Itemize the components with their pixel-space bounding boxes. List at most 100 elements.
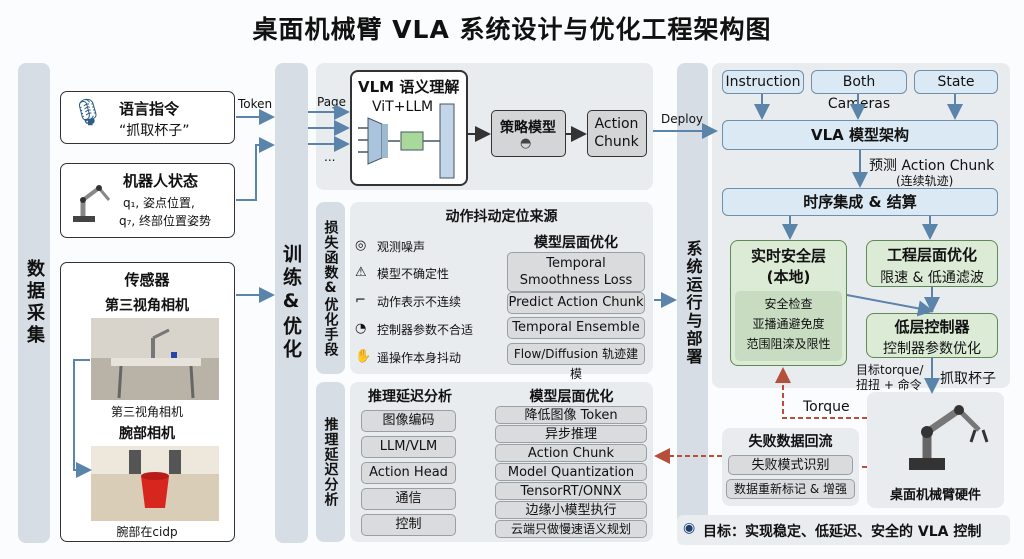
input-state: State xyxy=(914,70,998,94)
jitter-item-0: 观测噪声 xyxy=(377,240,426,254)
low-controller-text: 控制器参数优化 xyxy=(883,341,981,357)
safety-box: 实时安全层 (本地) 安全检查 亚播通避免度 范围阻滦及限性 xyxy=(730,240,847,366)
latency-item-4: 控制 xyxy=(361,514,456,536)
policy-title: 策略模型 xyxy=(500,120,556,136)
robot-state-title: 机器人状态 xyxy=(123,172,199,190)
latency-title: 推理延迟分析 xyxy=(368,389,452,405)
jitter-item-2: 动作表示不连续 xyxy=(377,295,462,309)
latency-model-item-2: Action Chunk xyxy=(495,444,647,462)
action-chunk-line1: Action xyxy=(594,116,639,132)
vlm-title: VLM 语义理解 xyxy=(358,78,460,96)
hardware-label: 桌面机械臂硬件 xyxy=(889,488,981,503)
wrist-camera-image xyxy=(91,446,219,521)
deploy-label: 系统运行与部署 xyxy=(683,240,703,366)
goal-bar: ◉ 目标：实现稳定、低延迟、安全的 VLA 控制 xyxy=(677,515,1010,545)
collect-label: 数据采集 xyxy=(24,259,45,347)
latency-model-item-3: Model Quantization xyxy=(495,463,647,481)
warning-icon: ⚠ xyxy=(355,265,367,280)
failure-panel: 失败数据回流 失败模式识别 数据重新标记 & 增强 xyxy=(722,428,859,506)
safety-item-2: 范围阻滦及限性 xyxy=(746,337,831,351)
robot-arm-icon xyxy=(73,185,111,222)
robot-state-line2: q₇, 终部位置姿势 xyxy=(119,214,212,228)
safety-item-0: 安全检查 xyxy=(764,297,813,311)
language-card: 🎙 语言指令 “抓取杯子” xyxy=(60,91,235,144)
engineering-title: 工程层面优化 xyxy=(886,246,977,264)
latency-column: 推理延迟分析 xyxy=(316,382,345,542)
gauge-icon: ◔ xyxy=(355,321,367,336)
policy-icon: ◓ xyxy=(520,136,532,151)
failure-title: 失败数据回流 xyxy=(748,434,833,450)
latency-item-0: 图像编码 xyxy=(361,410,456,432)
action-chunk-line2: Chunk xyxy=(594,134,639,150)
target-line2: 扭扭 + 命令 xyxy=(856,378,922,392)
safety-title-1: 实时安全层 xyxy=(750,247,826,265)
robot-state-line1: q₁, 姿点位置, xyxy=(123,196,195,210)
cam3-title: 第三视角相机 xyxy=(105,298,189,314)
cam3-caption: 第三视角相机 xyxy=(110,405,183,419)
jitter-model-item-1: Predict Action Chunk xyxy=(507,292,645,314)
sensors-title: 传感器 xyxy=(124,271,170,289)
train-column: 训练&优化 xyxy=(275,63,308,543)
robot-state-card: 机器人状态 q₁, 姿点位置, q₇, 终部位置姿势 xyxy=(60,163,235,238)
latency-model-item-6: 云端只做慢速语义规划 xyxy=(495,520,647,538)
safety-items-box: 安全检查 亚播通避免度 范围阻滦及限性 xyxy=(735,291,842,361)
deploy-column: 系统运行与部署 xyxy=(677,63,708,543)
target-line1: 目标torque/ xyxy=(856,363,924,377)
low-controller-title: 低层控制器 xyxy=(894,318,970,336)
predict-line2: (连续轨迹) xyxy=(896,174,954,188)
latency-model-item-1: 异步推理 xyxy=(495,425,647,443)
jitter-item-3: 控制器参数不合适 xyxy=(377,323,474,337)
latency-model-item-5: 边缘小模型执行 xyxy=(495,501,647,519)
jitter-model-item-0: Temporal Smoothness Loss xyxy=(507,252,645,292)
wrist-title: 腕部相机 xyxy=(119,426,175,442)
engineering-text: 限速 & 低通滤波 xyxy=(880,270,984,286)
safety-title-2: (本地) xyxy=(766,268,811,286)
jitter-item-4: 遥操作本身抖动 xyxy=(377,351,462,365)
third-view-camera-image xyxy=(91,318,219,400)
step-chart-icon: ⌐ xyxy=(355,293,366,308)
hardware-panel: 桌面机械臂硬件 xyxy=(867,392,1004,508)
loss-label: 损失函数&优化手段 xyxy=(322,219,339,357)
language-title: 语言指令 xyxy=(119,100,180,118)
torque-label: Torque xyxy=(803,399,850,415)
policy-box: 策略模型 ◓ xyxy=(491,110,566,157)
latency-item-2: Action Head xyxy=(361,462,456,484)
latency-label: 推理延迟分析 xyxy=(322,417,339,507)
latency-model-title: 模型层面优化 xyxy=(529,389,614,405)
vla-box: VLA 模型架构 xyxy=(722,120,998,150)
engineering-box: 工程层面优化 限速 & 低通滤波 xyxy=(866,240,998,287)
low-controller-box: 低层控制器 控制器参数优化 xyxy=(866,313,998,358)
collect-column: 数据采集 xyxy=(18,63,50,543)
target-icon: ◉ xyxy=(683,520,696,536)
deploy-edge-label: Deploy xyxy=(661,112,704,126)
eye-icon: ◎ xyxy=(355,238,367,253)
train-label: 训练&优化 xyxy=(280,244,302,362)
predict-line1: 预测 Action Chunk xyxy=(869,158,995,174)
latency-item-1: LLM/VLM xyxy=(361,436,456,458)
jitter-model-item-3: Flow/Diffusion 轨迹建模 xyxy=(507,343,645,381)
jitter-model-item-2: Temporal Ensemble xyxy=(507,317,645,339)
latency-item-3: 通信 xyxy=(361,488,456,510)
temporal-box: 时序集成 & 结算 xyxy=(722,188,998,216)
microphone-icon: 🎙 xyxy=(71,98,105,128)
loss-column: 损失函数&优化手段 xyxy=(316,202,345,374)
wrist-caption: 腕部在cidp xyxy=(116,525,178,539)
goal-text: 目标：实现稳定、低延迟、安全的 VLA 控制 xyxy=(703,524,982,540)
page-label: Page xyxy=(317,95,347,109)
failure-item-1: 数据重新标记 & 增强 xyxy=(726,479,855,499)
language-text: “抓取杯子” xyxy=(119,123,190,139)
vlm-dots: ... xyxy=(324,150,336,164)
page-title: 桌面机械臂 VLA 系统设计与优化工程架构图 xyxy=(252,15,772,44)
robot-hardware-image xyxy=(909,405,989,470)
grab-label: 抓取杯子 xyxy=(940,371,996,387)
jitter-model-title: 模型层面优化 xyxy=(534,235,618,251)
token-label: Token xyxy=(238,97,273,111)
jitter-item-1: 模型不确定性 xyxy=(377,267,450,281)
input-cameras: Both Cameras xyxy=(811,70,907,112)
latency-model-item-0: 降低图像 Token xyxy=(495,406,647,424)
failure-item-0: 失败模式识别 xyxy=(728,455,853,475)
safety-item-1: 亚播通避免度 xyxy=(752,317,825,331)
hand-icon: ✋ xyxy=(355,349,372,364)
latency-model-item-4: TensorRT/ONNX xyxy=(495,482,647,500)
